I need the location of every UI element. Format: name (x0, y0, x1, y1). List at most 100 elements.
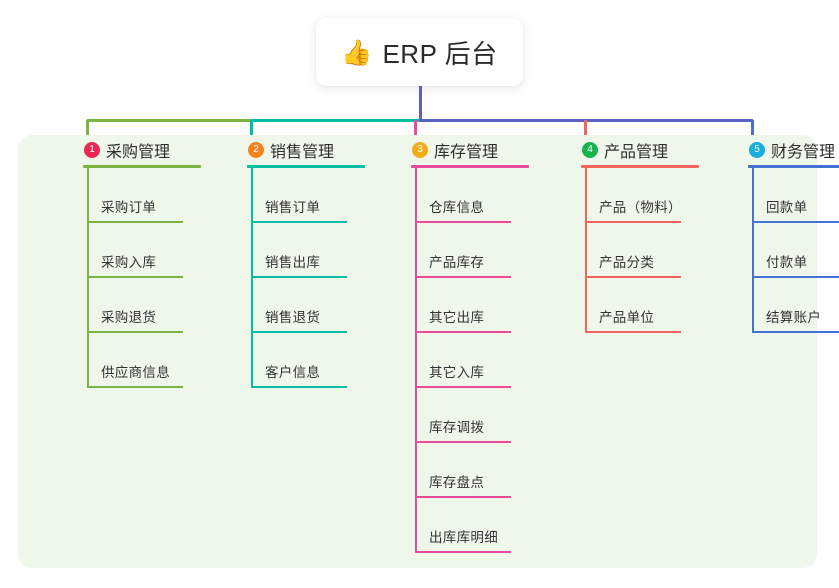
root-node[interactable]: 👍 ERP 后台 (316, 18, 523, 86)
column-header-2[interactable]: 2 销售管理 (223, 135, 383, 165)
list-item-underline (415, 276, 511, 278)
mindmap-panel: 1 采购管理采购订单采购入库采购退货供应商信息 2 销售管理销售订单销售出库销售退货客… (18, 135, 839, 568)
list-item-label: 仓库信息 (429, 200, 485, 215)
list-item-underline (87, 276, 183, 278)
column-title: 采购管理 (106, 144, 171, 161)
column-number-badge: 2 (248, 142, 264, 158)
list-item[interactable]: 仓库信息 (415, 168, 547, 223)
column-header-underline (581, 165, 699, 168)
column-title: 产品管理 (604, 144, 669, 161)
list-item-underline (752, 221, 839, 223)
list-item[interactable]: 采购入库 (87, 223, 219, 278)
list-item-label: 出库库明细 (429, 530, 498, 545)
list-item-label: 产品库存 (429, 255, 485, 270)
column-5: 5 财务管理回款单付款单结算账户 (724, 135, 839, 333)
list-item-underline (251, 386, 347, 388)
list-item[interactable]: 库存盘点 (415, 443, 547, 498)
list-item-underline (752, 331, 839, 333)
column-title: 销售管理 (270, 144, 335, 161)
list-item[interactable]: 供应商信息 (87, 333, 219, 388)
column-spine (251, 168, 253, 388)
list-item-underline (415, 551, 511, 553)
list-item-label: 结算账户 (766, 310, 822, 325)
list-item[interactable]: 采购退货 (87, 278, 219, 333)
list-item[interactable]: 结算账户 (752, 278, 839, 333)
list-item[interactable]: 付款单 (752, 223, 839, 278)
column-items: 仓库信息产品库存其它出库其它入库库存调拨库存盘点出库库明细 (415, 168, 547, 553)
list-item[interactable]: 产品库存 (415, 223, 547, 278)
column-spine (87, 168, 89, 388)
list-item-label: 产品（物料） (599, 200, 682, 215)
list-item-label: 付款单 (766, 255, 808, 270)
list-item-underline (585, 276, 681, 278)
list-item-underline (585, 221, 681, 223)
column-header-5[interactable]: 5 财务管理 (724, 135, 839, 165)
column-number-badge: 4 (582, 142, 598, 158)
list-item-label: 库存盘点 (429, 475, 485, 490)
list-item-underline (251, 276, 347, 278)
list-item-underline (87, 386, 183, 388)
list-item[interactable]: 客户信息 (251, 333, 383, 388)
list-item[interactable]: 销售出库 (251, 223, 383, 278)
list-item-label: 库存调拨 (429, 420, 485, 435)
list-item-label: 客户信息 (265, 365, 321, 380)
list-item-label: 采购订单 (101, 200, 157, 215)
column-items: 销售订单销售出库销售退货客户信息 (251, 168, 383, 388)
list-item-underline (251, 331, 347, 333)
list-item-underline (87, 221, 183, 223)
column-3: 3 库存管理仓库信息产品库存其它出库其它入库库存调拨库存盘点出库库明细 (387, 135, 547, 553)
list-item[interactable]: 产品（物料） (585, 168, 717, 223)
list-item-label: 其它入库 (429, 365, 485, 380)
list-item[interactable]: 其它出库 (415, 278, 547, 333)
list-item-underline (87, 331, 183, 333)
list-item[interactable]: 出库库明细 (415, 498, 547, 553)
list-item-underline (415, 386, 511, 388)
list-item[interactable]: 销售订单 (251, 168, 383, 223)
column-items: 采购订单采购入库采购退货供应商信息 (87, 168, 219, 388)
list-item-label: 产品单位 (599, 310, 655, 325)
column-items: 产品（物料） 产品分类产品单位 (585, 168, 717, 333)
list-item-underline (415, 331, 511, 333)
column-number-badge: 1 (84, 142, 100, 158)
column-spine (585, 168, 587, 333)
list-item[interactable]: 销售退货 (251, 278, 383, 333)
list-item-label: 销售退货 (265, 310, 321, 325)
column-2: 2 销售管理销售订单销售出库销售退货客户信息 (223, 135, 383, 388)
list-item-underline (752, 276, 839, 278)
list-item-label: 销售出库 (265, 255, 321, 270)
column-header-underline (247, 165, 365, 168)
list-item-underline (415, 221, 511, 223)
column-header-underline (748, 165, 839, 168)
column-items: 回款单付款单结算账户 (752, 168, 839, 333)
list-item[interactable]: 其它入库 (415, 333, 547, 388)
column-number-badge: 3 (412, 142, 428, 158)
list-item-label: 其它出库 (429, 310, 485, 325)
column-header-3[interactable]: 3 库存管理 (387, 135, 547, 165)
list-item-label: 供应商信息 (101, 365, 170, 380)
list-item[interactable]: 采购订单 (87, 168, 219, 223)
list-item-label: 销售订单 (265, 200, 321, 215)
list-item-label: 产品分类 (599, 255, 655, 270)
column-4: 4 产品管理产品（物料） 产品分类产品单位 (557, 135, 717, 333)
list-item-underline (251, 221, 347, 223)
column-header-4[interactable]: 4 产品管理 (557, 135, 717, 165)
list-item-underline (415, 441, 511, 443)
thumbs-up-icon: 👍 (341, 37, 373, 67)
column-spine (752, 168, 754, 333)
column-title: 财务管理 (771, 144, 836, 161)
list-item-underline (585, 331, 681, 333)
list-item[interactable]: 产品分类 (585, 223, 717, 278)
root-title: ERP 后台 (382, 38, 498, 69)
list-item[interactable]: 产品单位 (585, 278, 717, 333)
column-title: 库存管理 (434, 144, 499, 161)
list-item[interactable]: 库存调拨 (415, 388, 547, 443)
column-number-badge: 5 (749, 142, 765, 158)
column-spine (415, 168, 417, 553)
list-item-label: 回款单 (766, 200, 808, 215)
list-item-label: 采购退货 (101, 310, 157, 325)
list-item-label: 采购入库 (101, 255, 157, 270)
list-item-underline (415, 496, 511, 498)
column-header-1[interactable]: 1 采购管理 (59, 135, 219, 165)
list-item[interactable]: 回款单 (752, 168, 839, 223)
column-header-underline (411, 165, 529, 168)
